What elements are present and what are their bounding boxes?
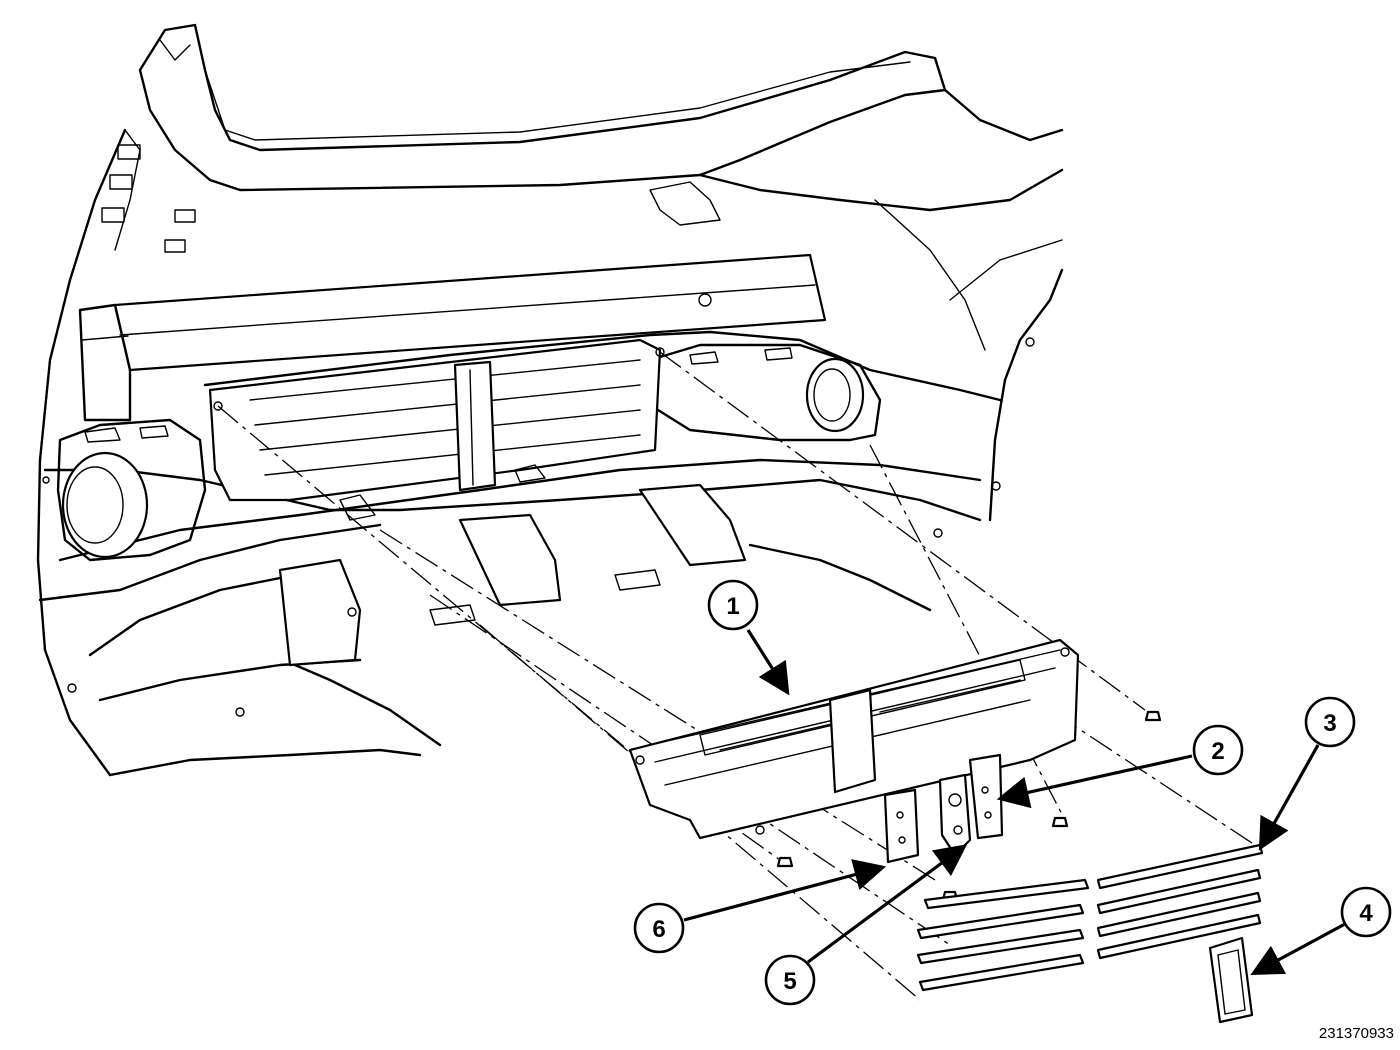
figure-reference-number: 231370933: [1318, 1025, 1394, 1042]
callout-4: 4: [1250, 886, 1392, 976]
installed-shutter-assembly: [208, 338, 665, 521]
callout-6: 6: [633, 859, 887, 954]
center-support: [1208, 936, 1254, 1024]
right-bracket: [968, 753, 1004, 840]
callout-label: 1: [726, 593, 739, 620]
left-fog-lamp: [56, 418, 207, 562]
callout-2: 2: [996, 724, 1244, 809]
callout-label: 4: [1359, 900, 1373, 927]
bumper-fascia: [36, 23, 1064, 777]
callout-1: 1: [707, 579, 790, 696]
right-fog-lamp: [648, 343, 882, 442]
callout-label: 3: [1323, 710, 1336, 737]
shutter-actuator: [938, 773, 972, 857]
left-bracket: [883, 788, 920, 864]
callout-5: 5: [764, 844, 968, 1006]
shutter-vanes: [916, 843, 1264, 992]
callout-label: 5: [783, 968, 796, 995]
callout-label: 6: [652, 916, 665, 943]
callout-label: 2: [1211, 738, 1224, 765]
active-grille-shutter: [628, 638, 1162, 902]
callout-3: 3: [1258, 696, 1356, 851]
